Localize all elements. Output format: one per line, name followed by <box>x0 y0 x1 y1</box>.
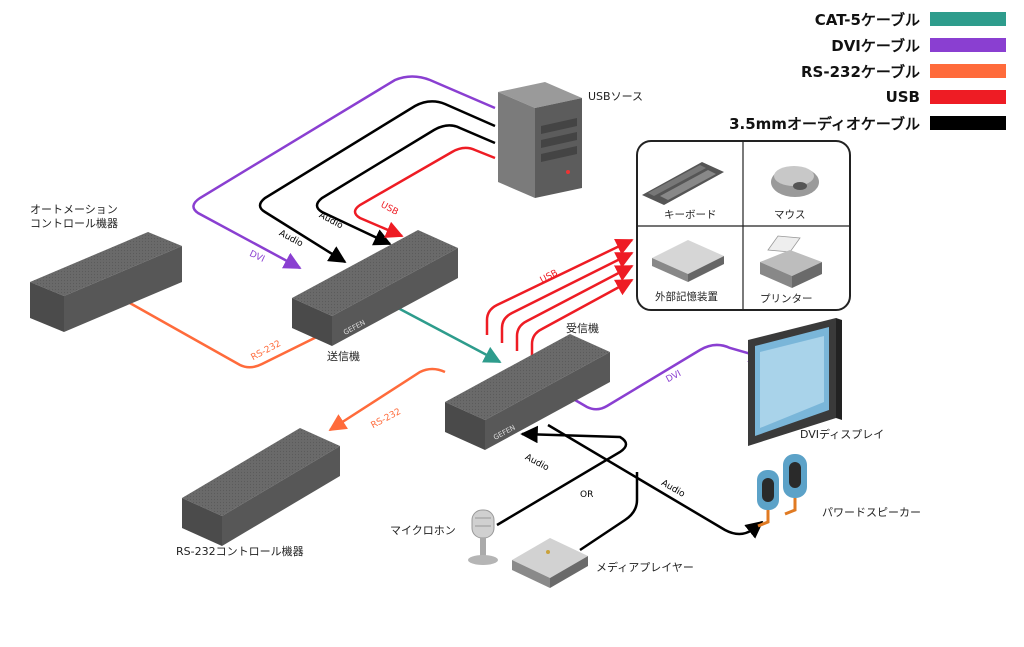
legend-label: USB <box>885 88 920 106</box>
audio-cable-to-speakers <box>547 423 764 539</box>
dvi-display <box>748 318 842 446</box>
cat5-cable <box>397 306 502 364</box>
usb-cable-source-to-sender <box>353 146 496 238</box>
powered-speaker-label: パワードスピーカー <box>822 506 921 519</box>
legend-swatch <box>930 116 1006 130</box>
usb-cable-2 <box>500 251 634 343</box>
legend-label: CAT-5ケーブル <box>814 10 920 29</box>
storage-label: 外部記憶装置 <box>655 291 718 303</box>
media-player-label: メディアプレイヤー <box>596 561 694 574</box>
rs232-device-label: RS-232コントロール機器 <box>176 545 304 558</box>
media-player-icon <box>512 538 588 588</box>
cable-label-or: OR <box>580 490 594 500</box>
usb-cable-4 <box>530 278 634 359</box>
receiver-label: 受信機 <box>566 322 599 335</box>
keyboard-label: キーボード <box>664 209 717 221</box>
usb-source-computer <box>498 82 582 198</box>
sender-label: 送信機 <box>327 350 360 363</box>
keyboard-icon <box>642 162 724 205</box>
dvi-cable-receiver-to-display <box>574 343 767 411</box>
usb-cable-1 <box>485 238 634 335</box>
printer-icon <box>760 235 822 288</box>
legend-label: 3.5mmオーディオケーブル <box>729 114 920 133</box>
legend-item-cat5: CAT-5ケーブル <box>586 6 1006 32</box>
legend-label: DVIケーブル <box>831 36 920 55</box>
automation-controller <box>30 232 182 332</box>
legend-label: RS-232ケーブル <box>801 62 920 81</box>
legend-item-rs232: RS-232ケーブル <box>586 58 1006 84</box>
usb-cable-3 <box>515 264 634 351</box>
printer-label: プリンター <box>760 293 813 305</box>
legend-item-audio: 3.5mmオーディオケーブル <box>586 110 1006 136</box>
microphone-icon <box>468 509 498 565</box>
dvi-cable-source-to-sender <box>192 75 496 270</box>
cable-legend: CAT-5ケーブル DVIケーブル RS-232ケーブル USB 3.5mmオー… <box>586 6 1006 136</box>
usb-peripherals-panel <box>636 140 851 311</box>
receiver-unit: GEFEN <box>445 334 610 450</box>
rs232-control-device <box>182 428 340 546</box>
mouse-icon <box>771 166 819 197</box>
external-storage-icon <box>652 240 724 282</box>
legend-item-dvi: DVIケーブル <box>586 32 1006 58</box>
usb-source-label: USBソース <box>588 90 644 103</box>
dvi-display-label: DVIディスプレイ <box>800 428 885 441</box>
microphone-label: マイクロホン <box>390 524 456 537</box>
legend-swatch <box>930 64 1006 78</box>
audio-cable-2 <box>315 124 496 246</box>
rs232-cable-receiver-to-device <box>328 367 446 432</box>
rs232-cable-automation-to-sender <box>127 300 357 369</box>
legend-item-usb: USB <box>586 84 1006 110</box>
sender-unit: GEFEN <box>292 230 458 346</box>
mouse-label: マウス <box>774 209 806 221</box>
audio-cable-from-player <box>579 472 639 552</box>
automation-label: オートメーション コントロール機器 <box>30 203 118 230</box>
legend-swatch <box>930 12 1006 26</box>
audio-cable-from-mic <box>496 425 628 527</box>
legend-swatch <box>930 38 1006 52</box>
powered-speakers <box>757 454 807 528</box>
audio-cable-1 <box>258 100 496 264</box>
legend-swatch <box>930 90 1006 104</box>
